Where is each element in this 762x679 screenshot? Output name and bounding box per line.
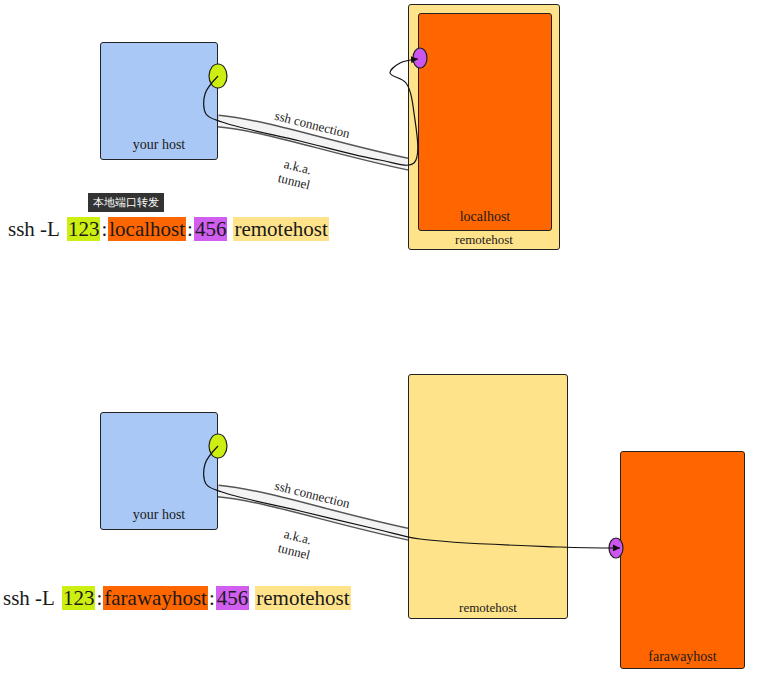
node-label: remotehost (455, 232, 513, 248)
command-part: 123 (67, 217, 101, 241)
ssh-tunnel-route (204, 59, 418, 165)
command-part: : (208, 586, 216, 610)
port-dot (413, 48, 427, 68)
edge-label: ssh connection (273, 107, 351, 140)
remote-box: remotehost (408, 374, 568, 619)
remote-frame: remotehost localhost (408, 4, 560, 250)
tooltip: 本地端口转发 (88, 193, 164, 212)
ssh-tunnel-route (204, 446, 620, 548)
ssh-command: ssh -L123:farawayhost:456remotehost (2, 586, 351, 610)
command-part: : (95, 586, 103, 610)
command-part: : (186, 217, 194, 241)
command-part: localhost (108, 217, 186, 241)
command-part: ssh -L (2, 586, 56, 610)
command-part: 456 (216, 586, 250, 610)
ssh-command: ssh -L123:localhost:456remotehost (7, 217, 329, 241)
tunnel-label: a.k.a. tunnel (267, 523, 325, 565)
faraway-box: farawayhost (620, 451, 745, 669)
tunnel-label: a.k.a. tunnel (267, 153, 325, 195)
command-part: 123 (62, 586, 96, 610)
node-label: farawayhost (648, 649, 716, 665)
localhost-box: localhost (418, 13, 552, 231)
command-part: remotehost (255, 586, 350, 610)
command-part: 456 (194, 217, 228, 241)
host-box: your host (100, 42, 218, 160)
command-part: remotehost (233, 217, 328, 241)
edge-label: ssh connection (273, 477, 351, 510)
host-box: your host (100, 412, 218, 530)
command-part: ssh -L (7, 217, 61, 241)
node-label: remotehost (459, 600, 517, 616)
node-label: localhost (460, 209, 511, 225)
command-part: farawayhost (103, 586, 208, 610)
node-label: your host (133, 507, 186, 523)
command-part: : (100, 217, 108, 241)
node-label: your host (133, 137, 186, 153)
